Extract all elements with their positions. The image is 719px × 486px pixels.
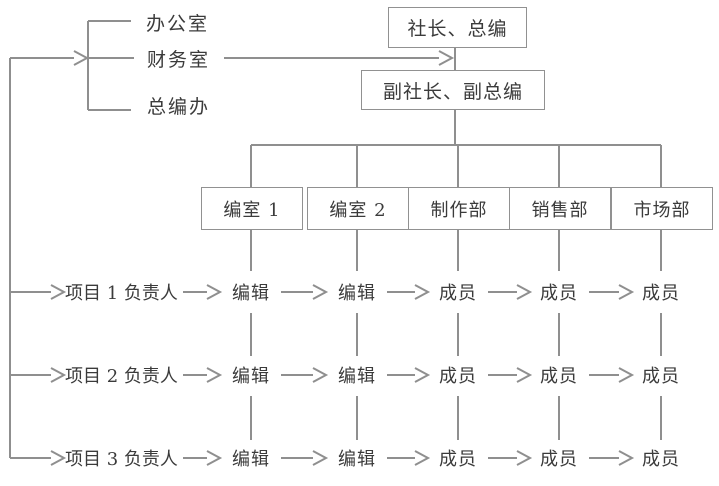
- project-leader-label: 项目 3 负责人: [65, 449, 178, 470]
- arrow-right-icon: [516, 284, 533, 300]
- arrow-right-icon: [516, 450, 533, 466]
- department-box-editorial-1: 编室 1: [201, 187, 303, 230]
- project-member-label: 成员: [642, 366, 680, 387]
- project-member-label: 成员: [642, 449, 680, 470]
- project-member-label: 成员: [540, 449, 578, 470]
- project-member-label: 编辑: [338, 449, 376, 470]
- project-member-label: 成员: [540, 366, 578, 387]
- arrow-right-icon: [414, 367, 431, 383]
- arrow-right-icon: [50, 284, 67, 300]
- project-row-1-arrows: [10, 284, 635, 300]
- arrow-right-icon: [312, 450, 329, 466]
- arrow-right-icon: [414, 450, 431, 466]
- arrow-right-icon: [206, 367, 223, 383]
- department-box-sales: 销售部: [509, 187, 611, 230]
- project-row-3-arrows: [10, 450, 635, 466]
- left-spine-line: [9, 50, 90, 458]
- project-member-label: 成员: [540, 283, 578, 304]
- vice-president-box: 副社长、副总编: [361, 70, 545, 110]
- column-connector-lines: [250, 228, 662, 440]
- arrow-right-icon: [414, 284, 431, 300]
- president-box: 社长、总编: [388, 7, 527, 48]
- project-member-label: 编辑: [338, 366, 376, 387]
- project-member-label: 编辑: [232, 366, 270, 387]
- department-box-editorial-2: 编室 2: [307, 187, 409, 230]
- arrow-right-icon: [618, 450, 635, 466]
- staff-office-label-office: 办公室: [146, 12, 210, 35]
- arrow-right-icon: [618, 367, 635, 383]
- finance-to-executive-line: [224, 50, 455, 66]
- arrow-right-icon: [50, 367, 67, 383]
- arrow-right-icon: [516, 367, 533, 383]
- arrow-right-icon: [438, 50, 455, 66]
- staff-bracket-lines: [87, 20, 134, 111]
- project-member-label: 成员: [642, 283, 680, 304]
- project-leader-label: 项目 2 负责人: [65, 366, 178, 387]
- project-row-2-arrows: [10, 367, 635, 383]
- project-member-label: 编辑: [232, 449, 270, 470]
- department-tree-lines: [250, 144, 662, 187]
- arrow-right-icon: [618, 284, 635, 300]
- project-member-label: 编辑: [338, 283, 376, 304]
- staff-office-label-editor-office: 总编办: [147, 95, 211, 118]
- arrow-right-icon: [73, 50, 90, 66]
- project-member-label: 成员: [439, 283, 477, 304]
- project-member-label: 编辑: [232, 283, 270, 304]
- staff-office-label-finance: 财务室: [147, 48, 211, 71]
- project-leader-label: 项目 1 负责人: [65, 283, 178, 304]
- arrow-right-icon: [50, 450, 67, 466]
- project-member-label: 成员: [439, 449, 477, 470]
- arrow-right-icon: [206, 450, 223, 466]
- department-box-marketing: 市场部: [611, 187, 713, 230]
- project-member-label: 成员: [439, 366, 477, 387]
- arrow-right-icon: [312, 284, 329, 300]
- arrow-right-icon: [312, 367, 329, 383]
- arrow-right-icon: [206, 284, 223, 300]
- department-box-production: 制作部: [408, 187, 510, 230]
